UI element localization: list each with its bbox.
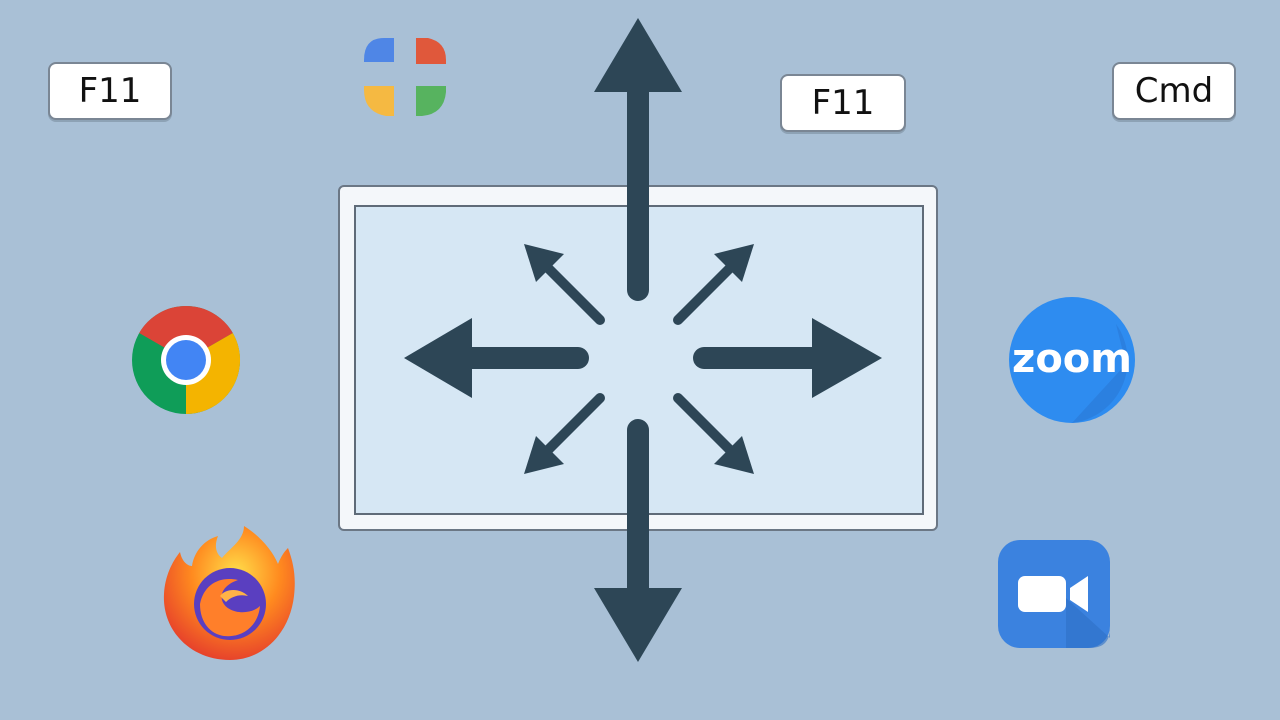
svg-text:zoom: zoom bbox=[1012, 336, 1132, 382]
f11-key-center: F11 bbox=[780, 74, 906, 132]
cmd-key: Cmd bbox=[1112, 62, 1236, 120]
f11-key-left: F11 bbox=[48, 62, 172, 120]
firefox-icon bbox=[163, 526, 295, 660]
google-grid-icon bbox=[364, 38, 446, 116]
zoom-logo-icon: zoom bbox=[1009, 297, 1135, 423]
chrome-icon bbox=[132, 305, 241, 414]
zoom-camera-icon bbox=[998, 540, 1110, 648]
